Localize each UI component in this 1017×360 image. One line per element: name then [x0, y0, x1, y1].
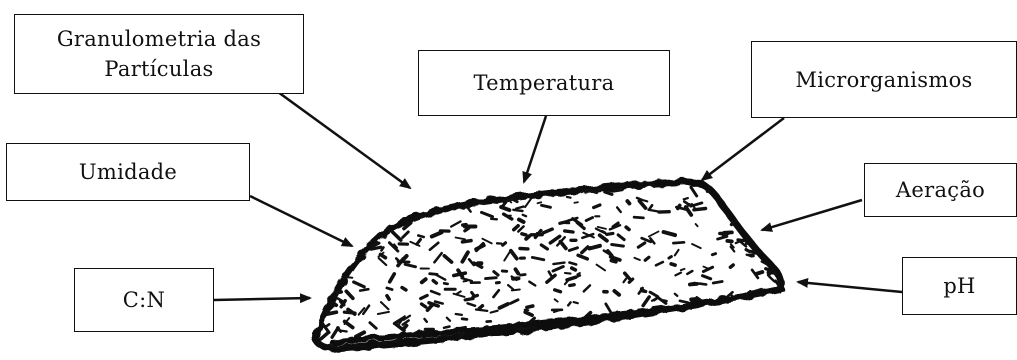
factor-label-umidade: Umidade — [79, 157, 177, 187]
factor-box-granulometria: Granulometria das Partículas — [14, 14, 304, 94]
factor-box-umidade: Umidade — [6, 143, 250, 201]
factor-box-microrganismos: Microrganismos — [751, 41, 1017, 118]
compost-pile — [316, 174, 798, 357]
arrow-granulometria — [278, 92, 410, 188]
factor-label-microrganismos: Microrganismos — [795, 65, 972, 95]
factor-box-ph: pH — [902, 257, 1017, 315]
factor-box-aeracao: Aeração — [864, 163, 1017, 217]
arrow-ph — [798, 282, 902, 292]
factor-label-aeracao: Aeração — [896, 175, 985, 205]
factor-label-granulometria: Granulometria das Partículas — [57, 24, 261, 84]
arrow-cn — [214, 298, 310, 300]
arrow-umidade — [250, 196, 352, 246]
factor-box-temperatura: Temperatura — [418, 50, 670, 116]
factor-box-cn: C:N — [74, 268, 214, 332]
factor-label-ph: pH — [943, 271, 975, 301]
factor-label-cn: C:N — [123, 285, 165, 315]
factor-label-temperatura: Temperatura — [474, 68, 615, 98]
arrow-temperatura — [524, 116, 546, 182]
arrow-microrganismos — [702, 118, 784, 180]
arrow-aeracao — [762, 200, 862, 230]
